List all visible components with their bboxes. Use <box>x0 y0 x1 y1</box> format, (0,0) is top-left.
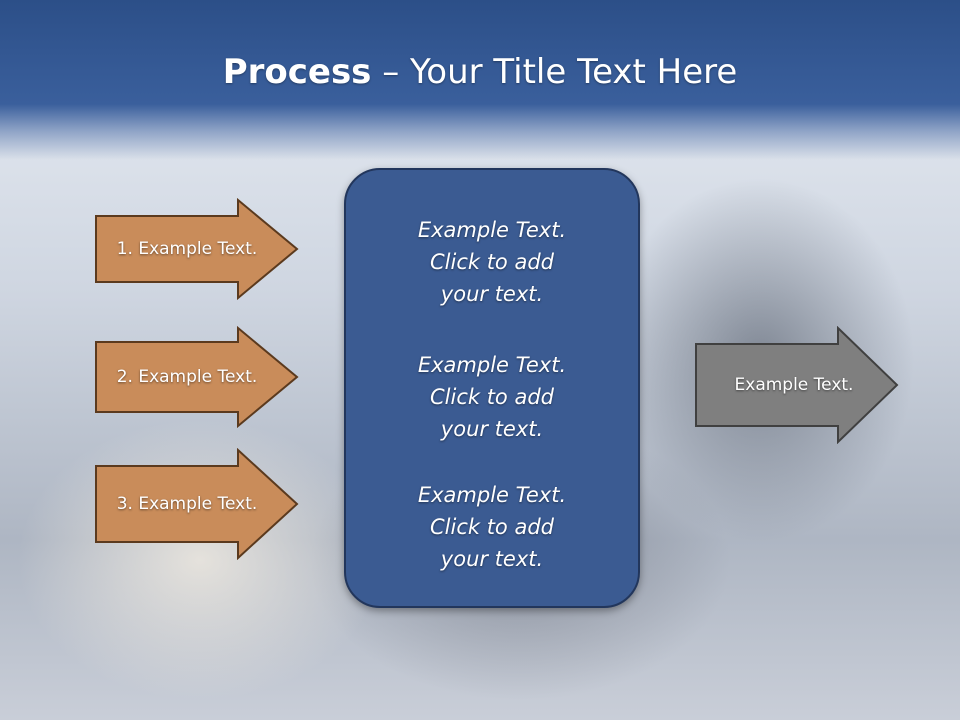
center-paragraph: Example Text. Click to add your text. <box>346 214 638 310</box>
paragraph-line: your text. <box>440 282 544 306</box>
slide-title[interactable]: Process – Your Title Text Here <box>0 52 960 92</box>
step-arrow-3[interactable]: 3. Example Text. <box>94 448 300 560</box>
result-arrow-label: Example Text. <box>734 375 854 395</box>
paragraph-line: Example Text. <box>417 218 567 242</box>
center-paragraph: Example Text. Click to add your text. <box>346 479 638 575</box>
center-paragraph: Example Text. Click to add your text. <box>346 349 638 445</box>
arrow-shape <box>95 448 299 560</box>
paragraph-line: Click to add <box>429 515 554 539</box>
title-bold: Process <box>222 52 372 92</box>
step-arrow-1[interactable]: 1. Example Text. <box>94 198 300 300</box>
arrow-shape <box>95 326 299 428</box>
title-rest: – Your Title Text Here <box>371 52 738 92</box>
paragraph-line: your text. <box>440 417 544 441</box>
paragraph-line: Example Text. <box>417 353 567 377</box>
arrow-shape <box>695 326 899 444</box>
paragraph-line: Click to add <box>429 385 554 409</box>
header-band <box>0 0 960 160</box>
paragraph-line: Click to add <box>429 250 554 274</box>
center-text-box[interactable]: Example Text. Click to add your text. Ex… <box>344 168 640 608</box>
step-arrow-2[interactable]: 2. Example Text. <box>94 326 300 428</box>
paragraph-line: Example Text. <box>417 483 567 507</box>
result-arrow[interactable]: Example Text. <box>694 326 900 444</box>
arrow-shape <box>95 198 299 300</box>
step-arrow-label: 2. Example Text. <box>116 367 258 387</box>
step-arrow-label: 3. Example Text. <box>116 494 258 514</box>
step-arrow-label: 1. Example Text. <box>116 239 258 259</box>
paragraph-line: your text. <box>440 547 544 571</box>
